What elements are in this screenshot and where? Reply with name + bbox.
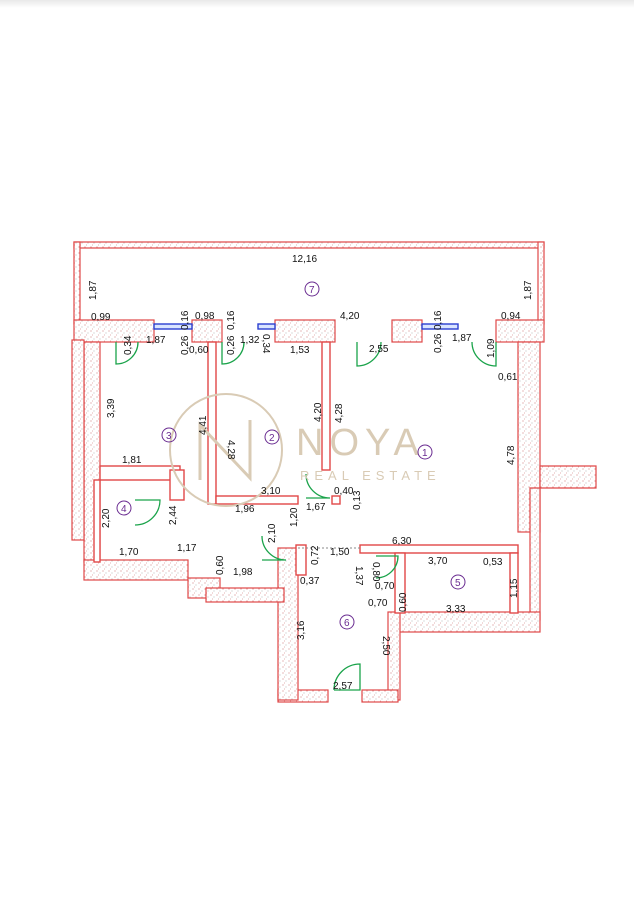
dim-terrace-right: 1,87 [523, 280, 534, 300]
room-label-7: 7 [309, 285, 315, 296]
door-room4 [134, 499, 161, 526]
room-label-2: 2 [269, 433, 275, 444]
dim-016c: 0,16 [433, 310, 444, 330]
dim-428b: 4,28 [334, 403, 345, 423]
dim-060c: 0,60 [398, 592, 409, 612]
dim-257: 2,57 [333, 681, 353, 692]
door-entrance [333, 663, 361, 691]
dim-420v: 4,20 [313, 402, 324, 422]
dim-137: 1,37 [353, 566, 364, 586]
dim-070b: 0,70 [368, 598, 388, 609]
dim-034b: 0,34 [260, 334, 271, 354]
dim-terrace-left: 1,87 [88, 280, 99, 300]
dim-053: 0,53 [483, 557, 503, 568]
door-room2 [221, 341, 245, 365]
dim-070a: 0,70 [375, 581, 395, 592]
dim-026c: 0,26 [433, 333, 444, 353]
dim-094: 0,94 [501, 311, 521, 322]
dim-370: 3,70 [428, 556, 448, 567]
dim-117: 1,17 [177, 543, 197, 554]
dim-333: 3,33 [446, 604, 466, 615]
dim-167: 1,67 [306, 502, 326, 513]
dim-244: 2,44 [168, 505, 179, 525]
dim-120: 1,20 [289, 507, 300, 527]
room-label-1: 1 [422, 448, 428, 459]
dim-016b: 0,16 [226, 310, 237, 330]
dim-040: 0,40 [334, 486, 354, 497]
dim-034: 0,34 [123, 335, 134, 355]
dim-150: 1,50 [330, 547, 350, 558]
dim-310: 3,10 [261, 486, 281, 497]
dim-441: 4,41 [198, 415, 209, 435]
dim-220: 2,20 [101, 508, 112, 528]
dim-196: 1,96 [235, 504, 255, 515]
dim-420top: 4,20 [340, 311, 360, 322]
window-right [421, 323, 459, 330]
door-room1-left [356, 341, 382, 367]
dim-080: 0,80 [370, 562, 381, 582]
door-room3 [115, 341, 139, 365]
dim-153: 1,53 [290, 345, 310, 356]
dim-072: 0,72 [310, 545, 321, 565]
dim-630: 6,30 [392, 536, 412, 547]
watermark-logo: NOYA REAL ESTATE [169, 393, 441, 507]
dim-316: 3,16 [296, 620, 307, 640]
room-label-5: 5 [455, 578, 461, 589]
top-shadow-bar [0, 0, 634, 8]
dim-013: 0,13 [352, 490, 363, 510]
dim-060b: 0,60 [215, 555, 226, 575]
dim-428a: 4,28 [225, 440, 236, 460]
room-label-6: 6 [344, 618, 350, 629]
door-hall [261, 535, 287, 561]
watermark-brand: NOYA [296, 422, 425, 464]
dim-026b: 0,26 [226, 335, 237, 355]
dim-339: 3,39 [106, 398, 117, 418]
dim-198: 1,98 [233, 567, 253, 578]
dim-115: 1,15 [509, 578, 520, 598]
watermark-subtitle: REAL ESTATE [300, 468, 441, 483]
dim-terrace-width: 12,16 [292, 254, 317, 265]
door-room1-right [471, 341, 497, 367]
dim-060a: 0,60 [189, 345, 209, 356]
door-room5 [375, 555, 399, 579]
dim-250: 2,50 [380, 636, 391, 656]
dim-061: 0,61 [498, 372, 518, 383]
room-markers: 1 2 3 4 5 6 7 [116, 281, 466, 630]
dim-099: 0,99 [91, 312, 111, 323]
window-left [153, 323, 193, 330]
dim-478: 4,78 [506, 445, 517, 465]
dim-181: 1,81 [122, 455, 142, 466]
dim-170: 1,70 [119, 547, 139, 558]
room-label-3: 3 [166, 431, 172, 442]
dim-187a: 1,87 [146, 335, 166, 346]
windows [153, 323, 459, 330]
dim-132: 1,32 [240, 335, 260, 346]
dim-026a: 0,26 [180, 335, 191, 355]
dim-098: 0,98 [195, 311, 215, 322]
doors [115, 341, 497, 691]
dimension-labels: 12,16 1,87 1,87 0,99 0,34 1,87 0,26 0,16… [88, 254, 534, 692]
window-middle [257, 323, 276, 330]
dim-210: 2,10 [267, 523, 278, 543]
dim-187b: 1,87 [452, 333, 472, 344]
room-label-4: 4 [121, 504, 127, 515]
dim-255: 2,55 [369, 344, 389, 355]
dim-037: 0,37 [300, 576, 320, 587]
door-room2-hall [305, 473, 331, 499]
dim-109: 1,09 [486, 338, 497, 358]
dim-016a: 0,16 [180, 310, 191, 330]
